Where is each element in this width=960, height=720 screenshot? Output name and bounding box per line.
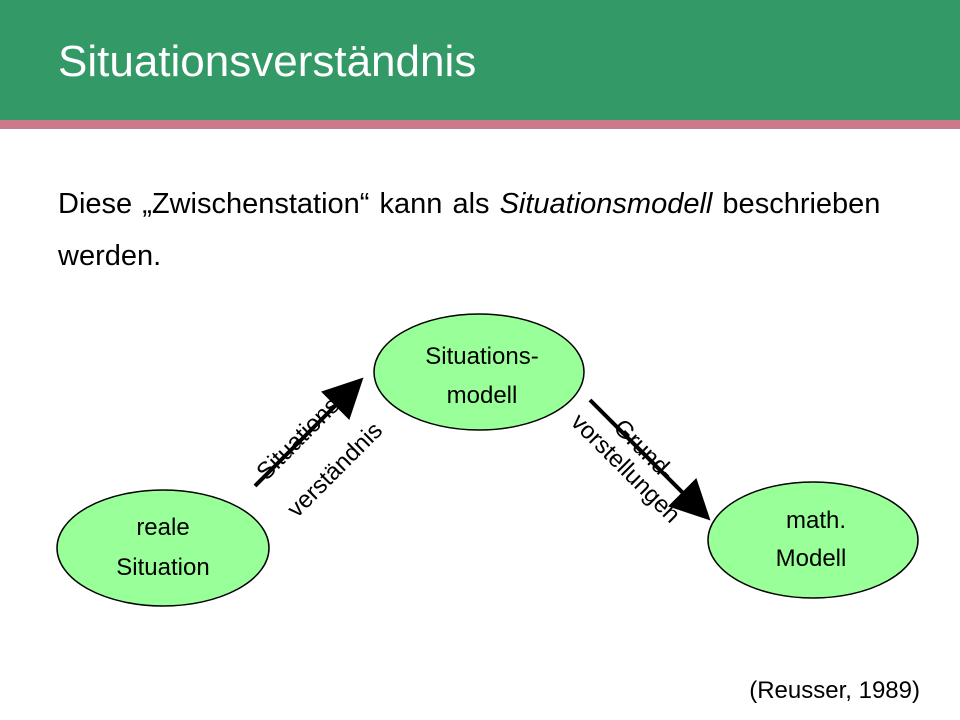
node-reale-situation-line1: reale [136, 514, 189, 541]
body-text-part2: beschrieben werden. [58, 188, 881, 272]
citation: (Reusser, 1989) [749, 677, 920, 704]
node-situationsmodell [373, 313, 585, 431]
body-text-part1: Diese „Zwischenstation“ kann als [58, 188, 500, 220]
node-situationsmodell-line1: Situations- [425, 343, 538, 370]
node-math-modell-line2: Modell [776, 545, 847, 572]
node-situationsmodell-line2: modell [447, 382, 518, 409]
node-reale-situation-line2: Situation [116, 554, 209, 581]
slide-title: Situationsverständnis [58, 37, 477, 86]
edge-label-left: Situations- verständnis [251, 386, 388, 523]
edge-arrow-left [253, 377, 364, 488]
edge-arrow-right [588, 398, 711, 521]
title-stripe [0, 120, 960, 129]
title-bar [0, 0, 960, 120]
node-reale-situation [56, 489, 270, 607]
body-text-emphasis: Situationsmodell [499, 188, 713, 220]
node-math-modell-line1: math. [786, 507, 846, 534]
node-math-modell [707, 481, 919, 599]
edge-label-right: Grund- vorstellungen [566, 408, 686, 528]
body-text: Diese „Zwischenstation“ kann als Situati… [58, 178, 918, 282]
